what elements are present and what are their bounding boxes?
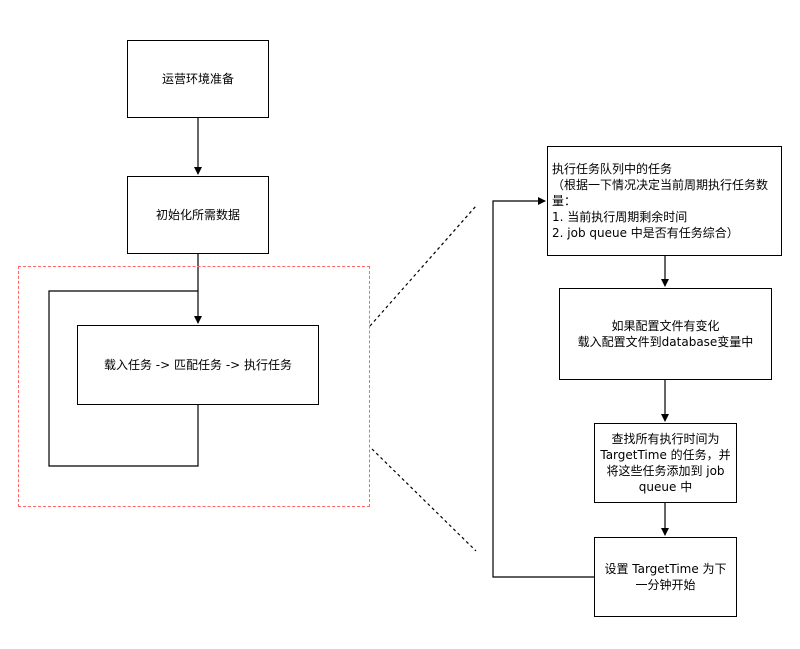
node-set-target: 设置 TargetTime 为下一分钟开始 [594, 537, 737, 617]
arrow-set-back-to-exec [492, 197, 594, 578]
main-loop-group [18, 266, 370, 507]
node-main-loop-label: 载入任务 -> 匹配任务 -> 执行任务 [103, 358, 293, 372]
node-reload-config-label: 如果配置文件有变化 载入配置文件到database变量中 [577, 319, 754, 349]
node-reload-config: 如果配置文件有变化 载入配置文件到database变量中 [559, 288, 772, 380]
node-init-data-label: 初始化所需数据 [155, 208, 240, 222]
node-find-tasks-label: 查找所有执行时间为 TargetTime 的任务，并将这些任务添加到 job q… [600, 432, 731, 494]
node-exec-queue-label: 执行任务队列中的任务 （根据一下情况决定当前周期执行任务数量： 1. 当前执行周… [552, 162, 769, 240]
node-prepare-env: 运营环境准备 [127, 40, 269, 118]
node-init-data: 初始化所需数据 [127, 176, 269, 254]
node-exec-queue: 执行任务队列中的任务 （根据一下情况决定当前周期执行任务数量： 1. 当前执行周… [547, 146, 782, 256]
node-set-target-label: 设置 TargetTime 为下一分钟开始 [604, 562, 727, 592]
node-prepare-env-label: 运营环境准备 [161, 72, 234, 86]
zoom-guide-bottom [371, 448, 477, 552]
zoom-guide-top [369, 205, 477, 327]
node-find-tasks: 查找所有执行时间为 TargetTime 的任务，并将这些任务添加到 job q… [594, 423, 737, 503]
loop-back-path [48, 290, 199, 467]
node-main-loop: 载入任务 -> 匹配任务 -> 执行任务 [77, 325, 319, 405]
